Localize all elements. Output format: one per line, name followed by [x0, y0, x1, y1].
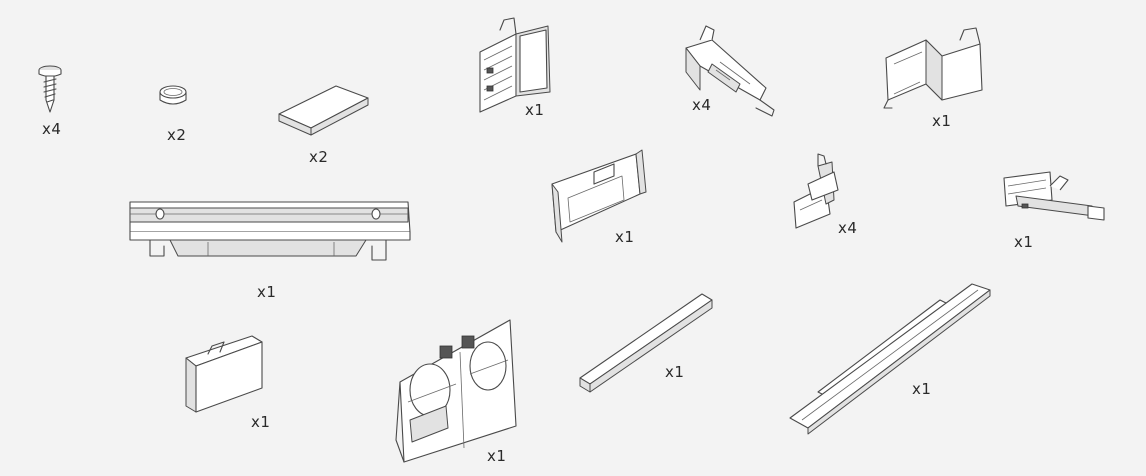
pad-icon — [278, 85, 369, 136]
slide-arm-icon — [1003, 171, 1105, 221]
rail-icon — [129, 201, 411, 261]
panel-icon — [551, 149, 647, 243]
quantity-label-upright-bracket: x1 — [525, 101, 545, 119]
quantity-label-washer-ring: x2 — [167, 126, 187, 144]
quantity-label-corner-cover: x1 — [932, 112, 952, 130]
long-strip-icon — [789, 283, 991, 435]
quantity-label-angled-clip: x4 — [692, 96, 712, 114]
quantity-label-front-panel: x1 — [615, 228, 635, 246]
cover-icon — [883, 27, 983, 109]
small-bracket-icon — [793, 153, 839, 229]
end-cap-icon — [185, 335, 263, 413]
short-bar-icon — [579, 293, 713, 393]
quantity-label-foam-pad: x2 — [309, 148, 329, 166]
clip-icon — [685, 25, 775, 117]
quantity-label-mounting-plate: x1 — [487, 447, 507, 465]
quantity-label-short-bar: x1 — [665, 363, 685, 381]
quantity-label-long-strip: x1 — [912, 380, 932, 398]
quantity-label-slide-arm: x1 — [1014, 233, 1034, 251]
ring-icon — [159, 85, 187, 105]
screw-icon — [38, 65, 62, 113]
quantity-label-long-rail: x1 — [257, 283, 277, 301]
quantity-label-end-cap: x1 — [251, 413, 271, 431]
bracket-icon — [479, 17, 551, 113]
quantity-label-small-bracket: x4 — [838, 219, 858, 237]
quantity-label-screw: x4 — [42, 120, 62, 138]
mounting-plate-icon — [395, 319, 517, 463]
